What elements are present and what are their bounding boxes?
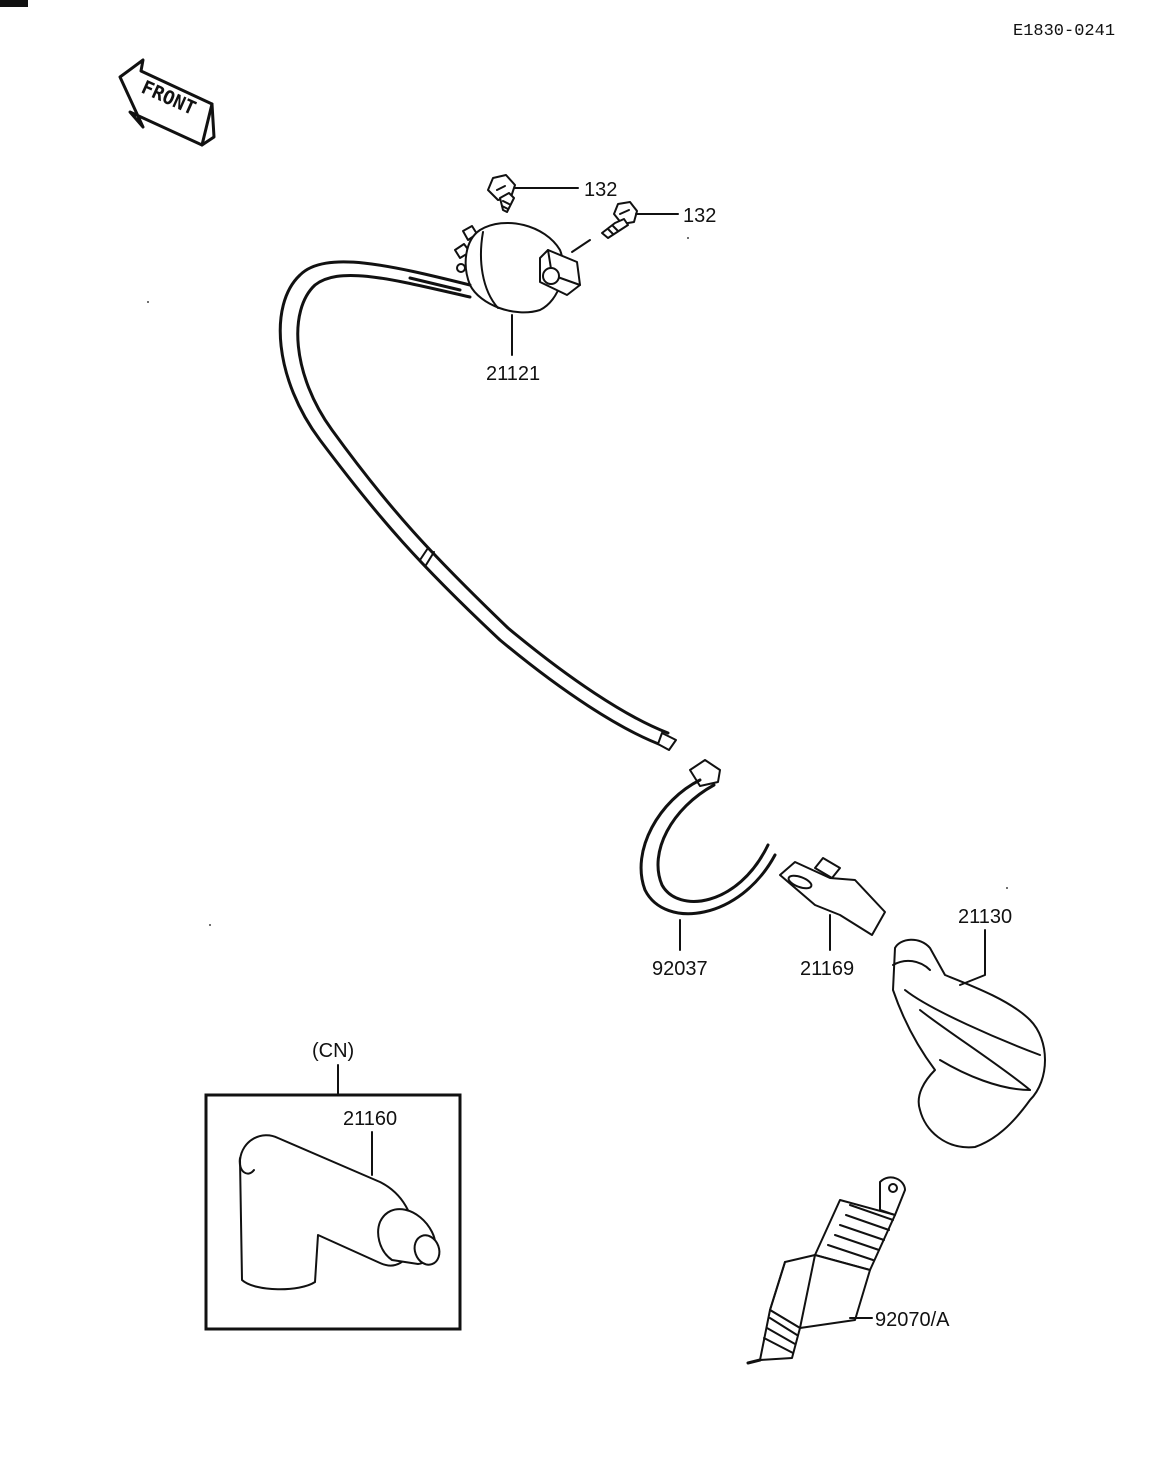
label-plug-cap-cn: 21160 [343, 1108, 397, 1130]
scan-speck [209, 924, 211, 926]
plug-cap-21130 [892, 929, 1046, 1149]
inset-frame [204, 1093, 462, 1331]
label-plug-cap: 21130 [958, 906, 1012, 928]
ignition-coil [454, 221, 591, 356]
label-band: 92037 [652, 958, 708, 980]
clamp-21169 [779, 857, 886, 951]
scan-speck [687, 237, 689, 239]
document-code: E1830-0241 [1013, 22, 1115, 41]
front-arrow-icon: FRONT [118, 58, 216, 147]
scan-speck [147, 301, 149, 303]
label-spark-plug: 92070/A [875, 1309, 950, 1331]
bolt-132-lower [601, 201, 679, 239]
bolt-132-upper [487, 174, 579, 213]
label-clamp: 21169 [800, 958, 854, 980]
corner-mark [0, 0, 28, 7]
band-92037 [639, 759, 777, 951]
inset-cn: (CN) 21160 [204, 1040, 462, 1331]
label-ignition-coil: 21121 [486, 363, 540, 385]
inset-region-label: (CN) [312, 1040, 354, 1062]
label-bolt-132-upper: 132 [584, 179, 617, 201]
plug-cap-21160 [238, 1134, 441, 1291]
scan-speck [1006, 887, 1008, 889]
label-bolt-132-lower: 132 [683, 205, 716, 227]
spark-plug-92070A [746, 1176, 906, 1365]
high-tension-lead [278, 260, 677, 751]
